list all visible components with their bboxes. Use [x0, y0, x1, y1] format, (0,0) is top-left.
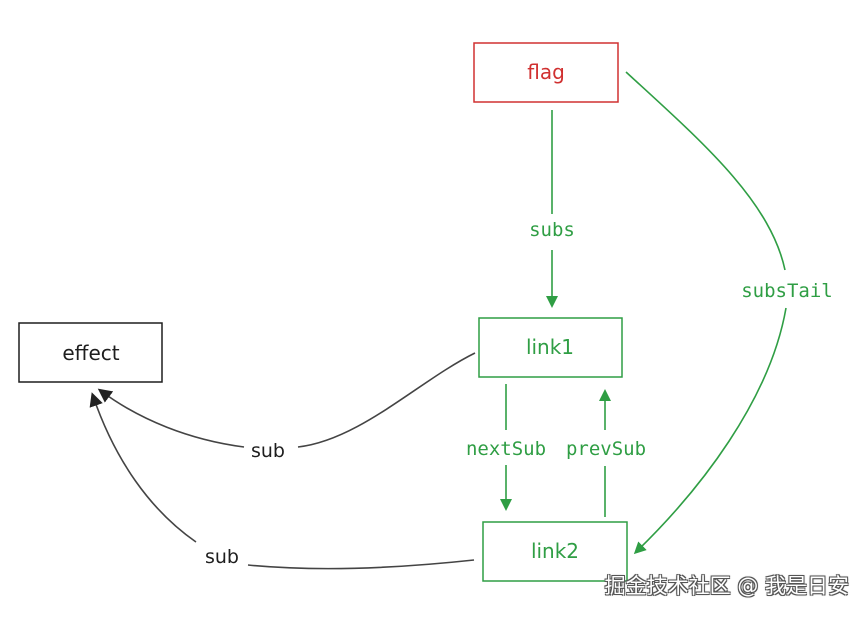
- effect-label: effect: [62, 341, 119, 365]
- link1-node: [478, 317, 623, 378]
- sub-edge-link2-left: [89, 392, 197, 543]
- sub-edge-link1-label: sub: [251, 440, 285, 462]
- prevSub-edge-label: prevSub: [566, 438, 646, 460]
- sub-edge-link1-left: [97, 388, 245, 448]
- link1-label: link1: [526, 335, 574, 359]
- sub-edge-link2-right: [247, 559, 475, 570]
- sub-edge-link1-right: [297, 352, 476, 448]
- flag-label: flag: [527, 60, 565, 84]
- subsTail-edge-top: [625, 71, 786, 271]
- watermark-text: 掘金技术社区 @ 我是日安: [604, 574, 849, 598]
- sub-edge-link2-label: sub: [205, 546, 239, 568]
- subsTail-edge-bottom: [633, 307, 787, 555]
- flag-node: [473, 42, 619, 103]
- nextSub-edge-label: nextSub: [466, 438, 546, 460]
- subsTail-edge-label: subsTail: [741, 280, 833, 302]
- link2-node: [482, 521, 628, 582]
- subs-edge-label: subs: [529, 219, 575, 241]
- link2-label: link2: [531, 539, 579, 563]
- effect-node: [18, 322, 163, 383]
